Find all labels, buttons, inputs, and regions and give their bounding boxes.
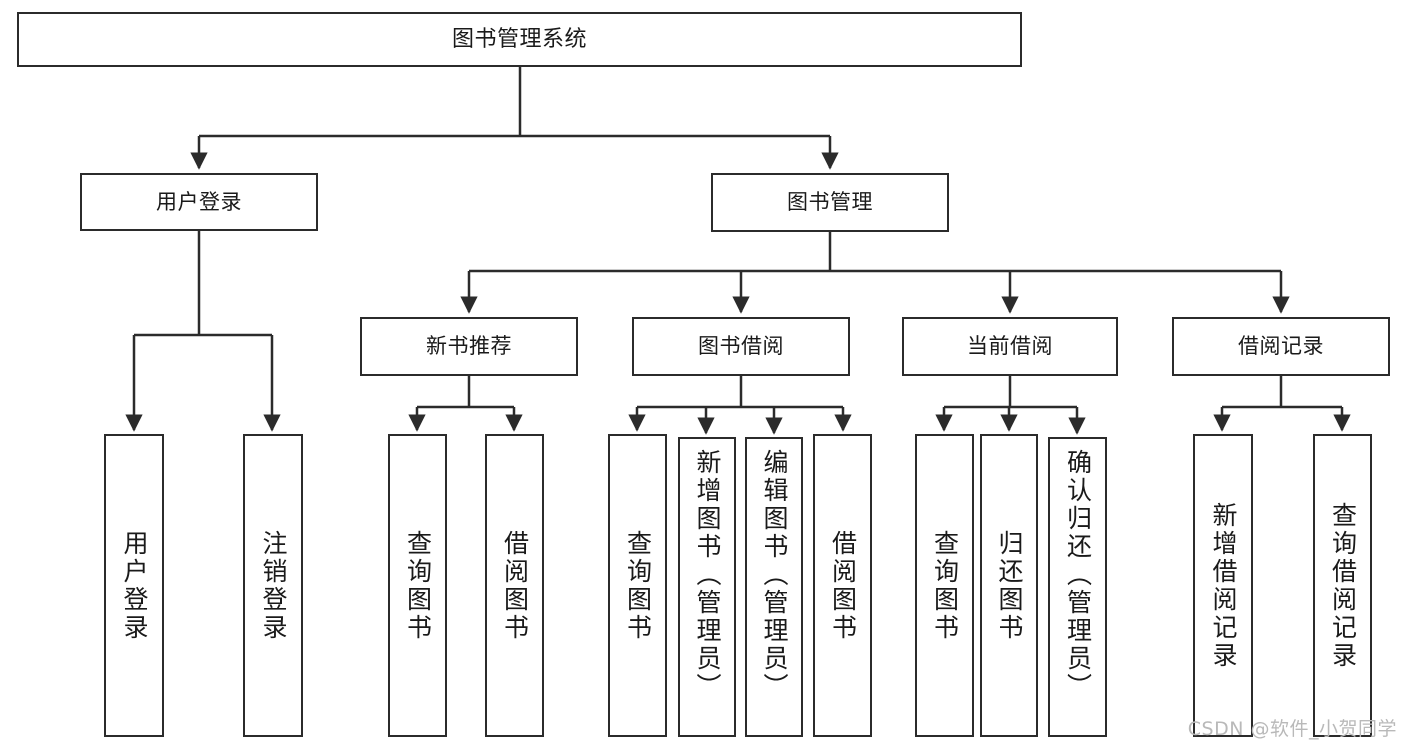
node-new-book-recommend[interactable]: 新书推荐 <box>360 317 578 376</box>
node-leaf-borrow-book-1[interactable]: 借阅图书 <box>485 434 544 737</box>
node-leaf-query-borrow-record-label: 查询借阅记录 <box>1328 501 1358 670</box>
node-root-label: 图书管理系统 <box>451 26 587 52</box>
node-leaf-add-book[interactable]: 新增图书（管理员） <box>678 437 736 737</box>
node-leaf-query-book-3-label: 查询图书 <box>930 529 960 642</box>
node-leaf-add-borrow-record-label: 新增借阅记录 <box>1209 501 1238 670</box>
node-leaf-borrow-book-1-label: 借阅图书 <box>500 529 530 642</box>
node-leaf-query-borrow-record[interactable]: 查询借阅记录 <box>1313 434 1372 737</box>
node-leaf-query-book-2-label: 查询图书 <box>623 529 653 642</box>
node-current-borrow[interactable]: 当前借阅 <box>902 317 1118 376</box>
node-leaf-confirm-return-label: 确认归还（管理员） <box>1063 449 1093 701</box>
node-user-login[interactable]: 用户登录 <box>80 173 318 231</box>
node-leaf-query-book-2[interactable]: 查询图书 <box>608 434 667 737</box>
node-leaf-edit-book-label: 编辑图书（管理员） <box>760 449 789 701</box>
node-leaf-confirm-return[interactable]: 确认归还（管理员） <box>1048 437 1107 737</box>
node-leaf-edit-book[interactable]: 编辑图书（管理员） <box>745 437 803 737</box>
node-borrow-record-label: 借阅记录 <box>1238 334 1324 359</box>
node-leaf-return-book-label: 归还图书 <box>995 529 1024 642</box>
node-leaf-borrow-book-2-label: 借阅图书 <box>828 529 858 642</box>
node-new-book-recommend-label: 新书推荐 <box>426 334 512 359</box>
node-leaf-logout-label: 注销登录 <box>259 529 288 642</box>
node-book-borrow[interactable]: 图书借阅 <box>632 317 850 376</box>
node-leaf-query-book-3[interactable]: 查询图书 <box>915 434 974 737</box>
node-user-login-label: 用户登录 <box>156 189 242 214</box>
node-book-manage[interactable]: 图书管理 <box>711 173 949 232</box>
node-leaf-add-borrow-record[interactable]: 新增借阅记录 <box>1193 434 1253 737</box>
watermark-text: CSDN @软件_小贺同学 <box>1187 718 1397 740</box>
node-book-manage-label: 图书管理 <box>787 190 873 215</box>
node-leaf-login[interactable]: 用户登录 <box>104 434 164 737</box>
node-leaf-query-book-1-label: 查询图书 <box>403 529 433 642</box>
node-book-borrow-label: 图书借阅 <box>698 334 784 359</box>
node-leaf-add-book-label: 新增图书（管理员） <box>693 449 722 701</box>
node-borrow-record[interactable]: 借阅记录 <box>1172 317 1390 376</box>
node-root[interactable]: 图书管理系统 <box>17 12 1022 67</box>
node-leaf-borrow-book-2[interactable]: 借阅图书 <box>813 434 872 737</box>
node-leaf-login-label: 用户登录 <box>120 529 149 642</box>
node-leaf-query-book-1[interactable]: 查询图书 <box>388 434 447 737</box>
node-current-borrow-label: 当前借阅 <box>967 334 1053 359</box>
node-leaf-return-book[interactable]: 归还图书 <box>980 434 1038 737</box>
node-leaf-logout[interactable]: 注销登录 <box>243 434 303 737</box>
